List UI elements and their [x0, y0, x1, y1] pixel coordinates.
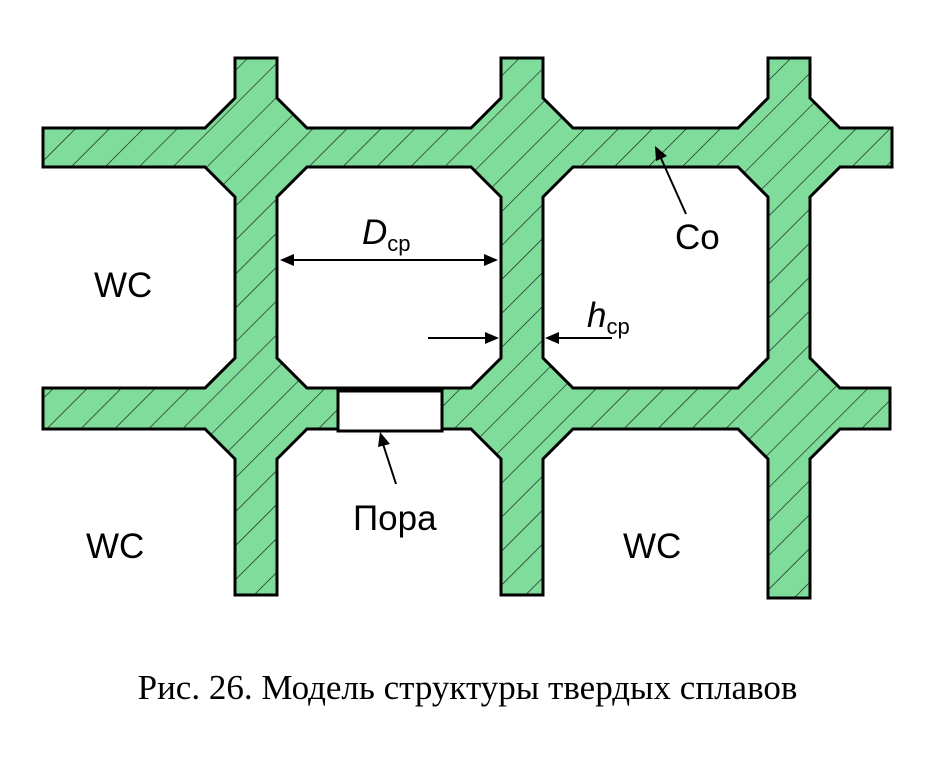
- pore-leader-arrow: [378, 432, 397, 485]
- cobalt-leader-arrow: [655, 146, 687, 215]
- cobalt-label: Co: [675, 218, 720, 257]
- wc-label-bottom-left: WC: [86, 527, 144, 566]
- wc-label-top-left: WC: [94, 266, 152, 305]
- alloy-structure-diagram: Dср hср Co Пора WC WC WC: [41, 56, 894, 600]
- binder-thickness-label: hср: [587, 296, 630, 339]
- wc-label-bottom-right: WC: [623, 527, 681, 566]
- cobalt-binder-network: [41, 56, 894, 600]
- grain-size-label: Dср: [362, 213, 411, 256]
- pore-region: [336, 389, 444, 433]
- figure-caption: Рис. 26. Модель структуры твердых сплаво…: [137, 668, 798, 707]
- pore-label: Пора: [353, 499, 437, 538]
- binder-thickness-dimension: [428, 332, 612, 344]
- grain-size-dimension: [280, 254, 498, 266]
